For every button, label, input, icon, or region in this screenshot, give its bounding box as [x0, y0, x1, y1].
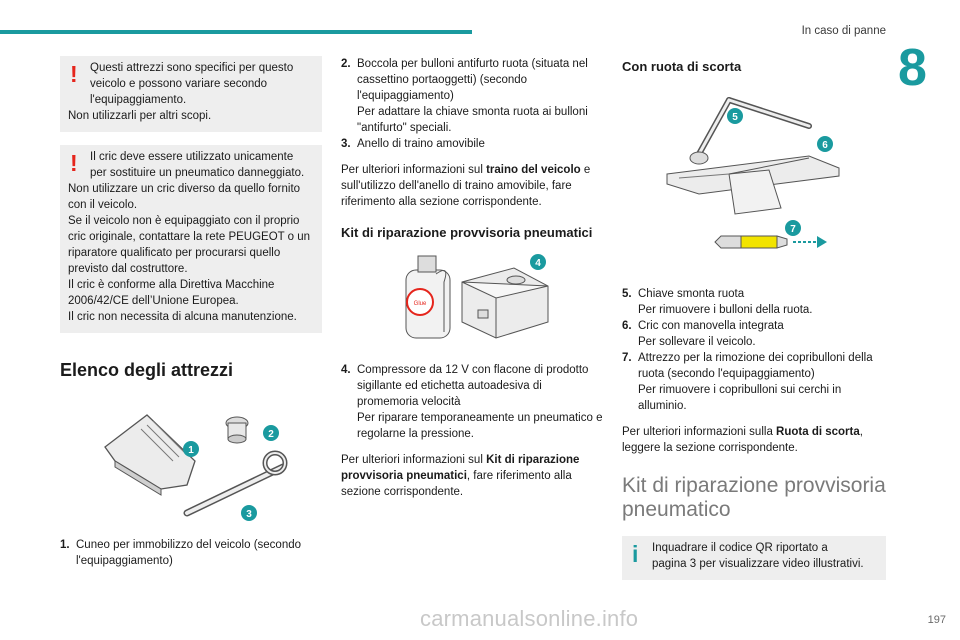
header-section-title: In caso di panne [801, 25, 886, 37]
item-subtext: Per riparare temporaneamente un pneumati… [357, 412, 603, 440]
column-2: 2. Boccola per bulloni antifurto ruota (… [341, 56, 603, 500]
item-text: Attrezzo per la rimozione dei copribullo… [638, 352, 873, 380]
item-number: 7. [622, 352, 632, 364]
callout-4: 4 [530, 254, 546, 270]
subsection-title-spare-wheel: Con ruota di scorta [622, 59, 742, 74]
callout-number: 4 [535, 258, 541, 269]
repair-kit-illustration: Glue 4 [405, 254, 549, 339]
info-icon: i [632, 541, 639, 567]
warning-text: per sostituire un pneumatico danneggiato… [90, 167, 305, 179]
item-text: Cuneo per immobilizzo del veicolo (secon… [76, 539, 302, 567]
item-number: 1. [60, 539, 70, 551]
list-item: 6. Cric con manovella integrata Per soll… [622, 318, 886, 350]
warning-text: Il cric è conforme alla Direttiva Macchi… [68, 279, 275, 307]
item-text: Chiave smonta ruota [638, 288, 745, 300]
list-item: 7. Attrezzo per la rimozione dei copribu… [622, 350, 886, 414]
column-3: Con ruota di scorta 5 6 [622, 56, 886, 593]
subsection-title-repair-kit: Kit di riparazione provvisoria pneumatic… [341, 225, 593, 240]
item-text: Anello di traino amovibile [357, 138, 485, 150]
cap-removal-tool-illustration [714, 235, 827, 249]
section-title-tools: Elenco degli attrezzi [60, 360, 234, 380]
warning-text: Non utilizzare un cric diverso da quello… [68, 183, 301, 211]
callout-5: 5 [727, 108, 743, 124]
callout-6: 6 [817, 136, 833, 152]
item-subtext: Per sollevare il veicolo. [638, 336, 756, 348]
item-number: 2. [341, 58, 351, 70]
watermark: carmanualsonline.info [420, 606, 639, 631]
warning-box-tools: ! Questi attrezzi sono specifici per que… [60, 56, 322, 132]
warning-icon: ! [70, 61, 78, 87]
jack-illustration [666, 155, 840, 215]
section-title-repair-kit: Kit di riparazione provvisoria pneumatic… [622, 474, 886, 521]
callout-7: 7 [785, 220, 801, 236]
warning-text: Questi attrezzi sono specifici per quest… [90, 62, 294, 74]
item-text: Cric con manovella integrata [638, 320, 784, 332]
item-number: 3. [341, 138, 351, 150]
callout-number: 5 [732, 112, 738, 123]
callout-number: 6 [822, 140, 828, 151]
compressor-illustration [461, 267, 549, 339]
page-number: 197 [927, 614, 946, 626]
item-subtext: Per adattare la chiave smonta ruota ai b… [357, 106, 588, 134]
item-subtext: Per rimuovere i bulloni della ruota. [638, 304, 813, 316]
tools-illustration: 1 2 3 [104, 414, 288, 521]
chapter-number: 8 [898, 39, 927, 97]
warning-text: Il cric deve essere utilizzato unicament… [90, 151, 294, 163]
info-box-qr: i Inquadrare il codice QR riportato a pa… [622, 536, 886, 580]
item-text: Compressore da 12 V con flacone di prodo… [357, 364, 589, 408]
towing-eye-illustration [183, 450, 288, 517]
paragraph-repair-kit: Per ulteriori informazioni sul Kit di ri… [341, 454, 580, 498]
item-number: 5. [622, 288, 632, 300]
wheel-brace-illustration [689, 97, 812, 165]
info-text: Inquadrare il codice QR riportato a [652, 542, 828, 554]
item-number: 4. [341, 364, 351, 376]
item-subtext: Per rimuovere i copribulloni sui cerchi … [638, 384, 842, 412]
callout-2: 2 [263, 425, 279, 441]
warning-box-jack: ! Il cric deve essere utilizzato unicame… [60, 145, 322, 333]
warning-text: Non utilizzarli per altri scopi. [68, 110, 212, 122]
paragraph-spare-wheel: Per ulteriori informazioni sulla Ruota d… [622, 426, 863, 454]
spare-wheel-tools-illustration: 5 6 7 [666, 97, 840, 249]
sealant-bottle-illustration: Glue [405, 255, 451, 339]
warning-text: veicolo e possono variare secondo l'equi… [90, 78, 268, 106]
bottle-label: Glue [414, 301, 427, 307]
list-item: 2. Boccola per bulloni antifurto ruota (… [341, 56, 603, 136]
warning-text: Se il veicolo non è equipaggiato con il … [68, 215, 311, 275]
link-spare-wheel: Ruota di scorta [776, 426, 860, 438]
paragraph-towing: Per ulteriori informazioni sul traino de… [341, 164, 591, 208]
header-accent-bar [0, 30, 472, 34]
callout-1: 1 [183, 441, 199, 457]
list-item: 5. Chiave smonta ruota Per rimuovere i b… [622, 286, 886, 318]
warning-icon: ! [70, 150, 78, 176]
wheel-chock-illustration [104, 414, 196, 496]
callout-number: 2 [268, 429, 274, 440]
list-item: 1. Cuneo per immobilizzo del veicolo (se… [60, 537, 322, 569]
warning-text: Il cric non necessita di alcuna manutenz… [68, 311, 297, 323]
info-text: pagina 3 per visualizzare video illustra… [652, 558, 864, 570]
item-number: 6. [622, 320, 632, 332]
list-item: 3. Anello di traino amovibile [341, 136, 603, 152]
list-item: 4. Compressore da 12 V con flacone di pr… [341, 362, 603, 442]
link-towing: traino del veicolo [486, 164, 581, 176]
link-repair-kit: Kit di riparazione provvisoria pneumatic… [341, 454, 580, 482]
item-text: Boccola per bulloni antifurto ruota (sit… [357, 58, 588, 102]
callout-number: 3 [246, 509, 252, 520]
callout-3: 3 [241, 505, 257, 521]
socket-illustration [225, 416, 249, 444]
column-1: ! Questi attrezzi sono specifici per que… [60, 56, 322, 569]
callout-number: 7 [790, 224, 796, 235]
callout-number: 1 [188, 445, 194, 456]
